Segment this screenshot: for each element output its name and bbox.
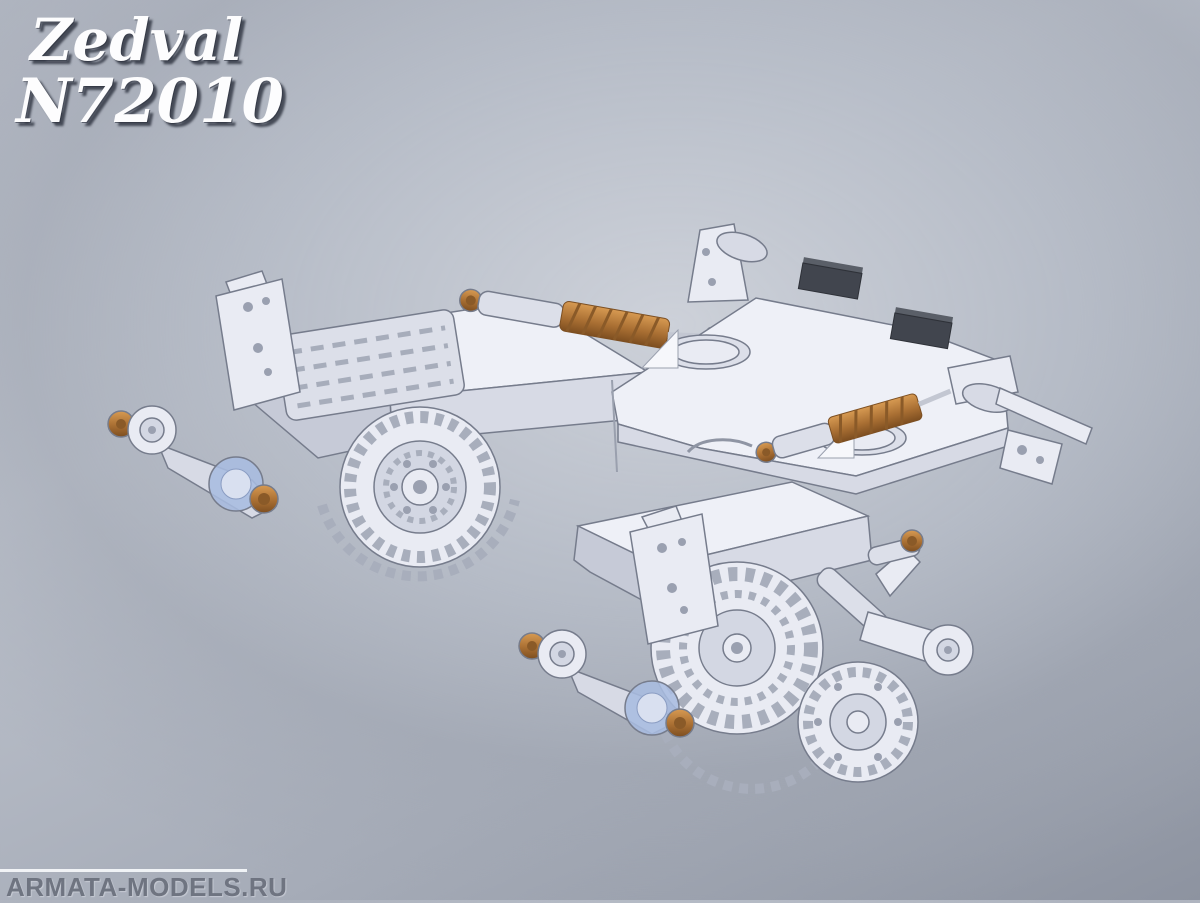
left-suspension-assembly bbox=[107, 270, 726, 582]
wheel-bolts-bottom bbox=[814, 683, 902, 761]
bottom-suspension-assembly bbox=[518, 481, 974, 794]
road-wheel-bottom bbox=[797, 661, 919, 783]
coil-stripes-center bbox=[838, 396, 904, 443]
mount-bracket-left bbox=[215, 270, 301, 411]
center-hull-section bbox=[611, 223, 1093, 495]
brand-block: Zedval N72010 bbox=[16, 6, 284, 134]
rubber-pad-block-2 bbox=[889, 307, 954, 350]
coil-stripes-top bbox=[565, 302, 661, 347]
track-link-texture bbox=[288, 325, 454, 409]
rubber-pad-block-1 bbox=[797, 257, 864, 300]
drive-sprocket-left bbox=[317, 406, 520, 582]
mount-bracket-bottom bbox=[629, 505, 719, 645]
shock-absorber-spring-center bbox=[755, 388, 952, 464]
upper-mount-bracket-center bbox=[687, 223, 768, 303]
product-code: N72010 bbox=[16, 66, 284, 138]
watermark-text: ARMATA-MODELS.RU bbox=[6, 872, 288, 902]
right-idler-arm-bottom bbox=[859, 529, 974, 676]
sprocket-bolts-left bbox=[390, 460, 450, 514]
torsion-ring-bottom bbox=[624, 680, 695, 738]
watermark-divider-line bbox=[0, 869, 247, 872]
right-swing-arm bbox=[947, 355, 1093, 485]
hull-deck-center bbox=[611, 297, 1009, 495]
torsion-ring-left bbox=[208, 456, 279, 514]
brand-name: Zedval bbox=[30, 6, 244, 74]
track-link-stack-left bbox=[275, 309, 465, 421]
